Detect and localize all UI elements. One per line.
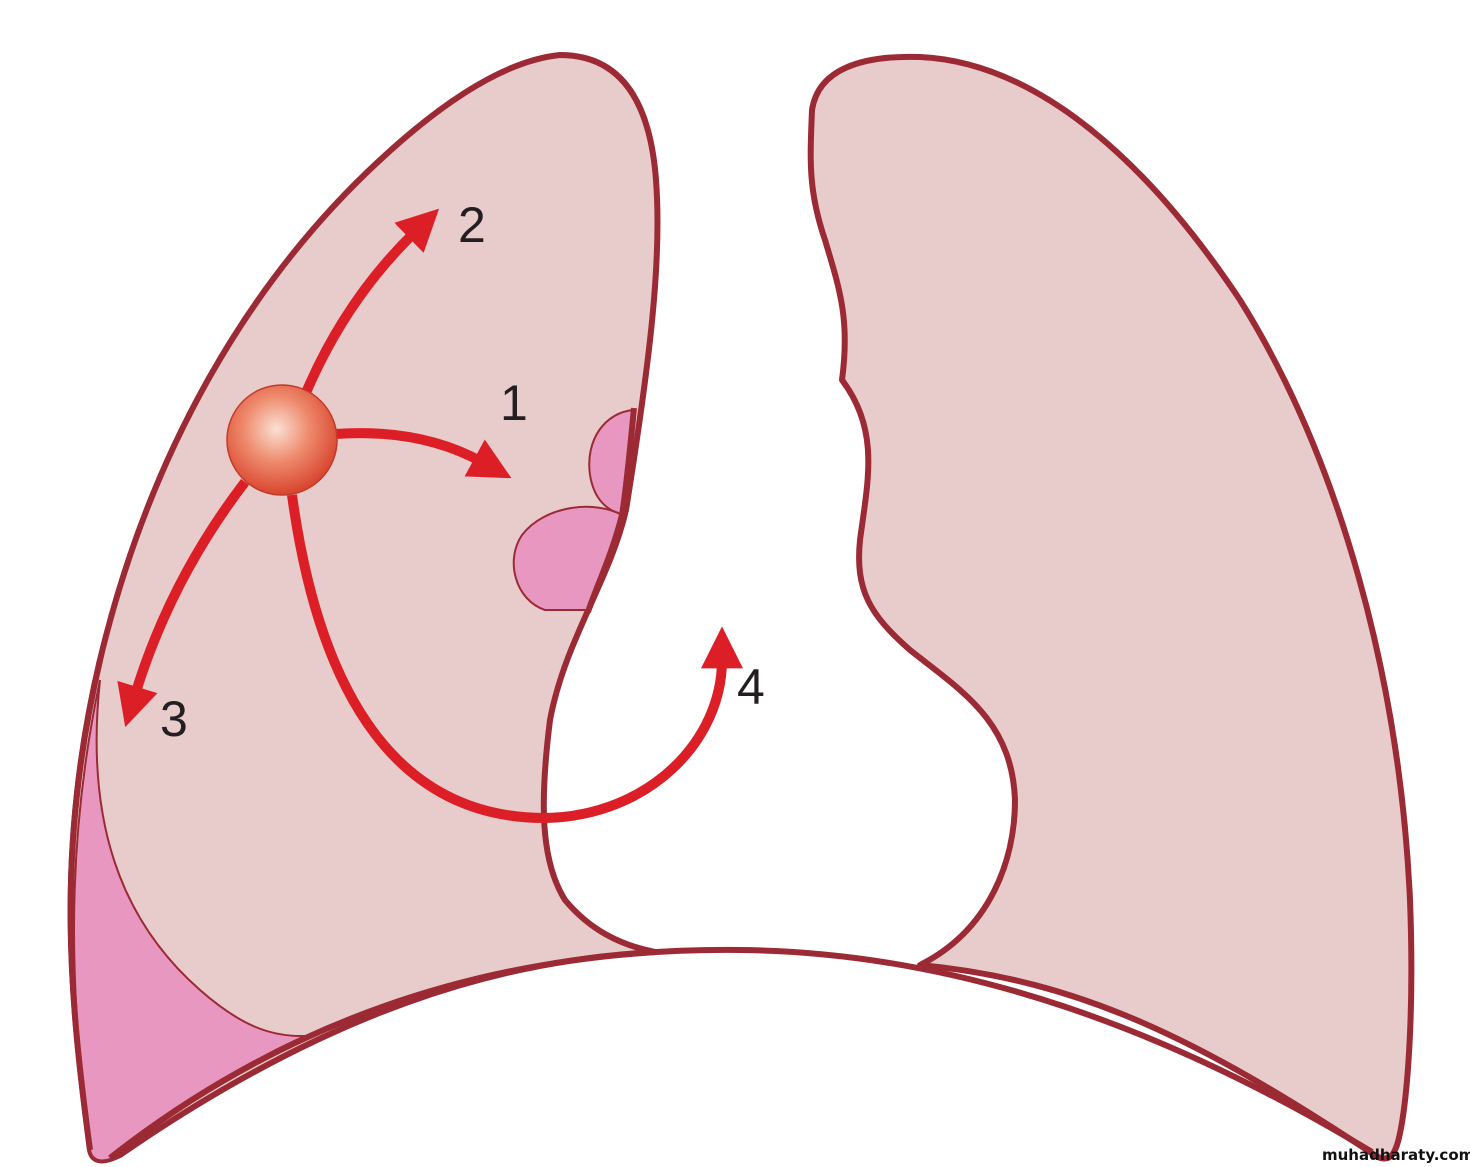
arrow-route-3 (117, 478, 249, 728)
arrow-route-1 (334, 428, 512, 479)
watermark: muhadharaty.com (1322, 1146, 1470, 1164)
arrow-route-2 (300, 208, 440, 397)
right-lung (807, 53, 1415, 1162)
arrow-route-4 (287, 494, 743, 824)
primary-tumor (226, 384, 338, 496)
label-route-4: 4 (737, 659, 765, 715)
label-route-2: 2 (458, 197, 486, 253)
label-route-3: 3 (160, 691, 188, 747)
label-route-1: 1 (500, 375, 528, 431)
diaphragm (108, 946, 1374, 1161)
